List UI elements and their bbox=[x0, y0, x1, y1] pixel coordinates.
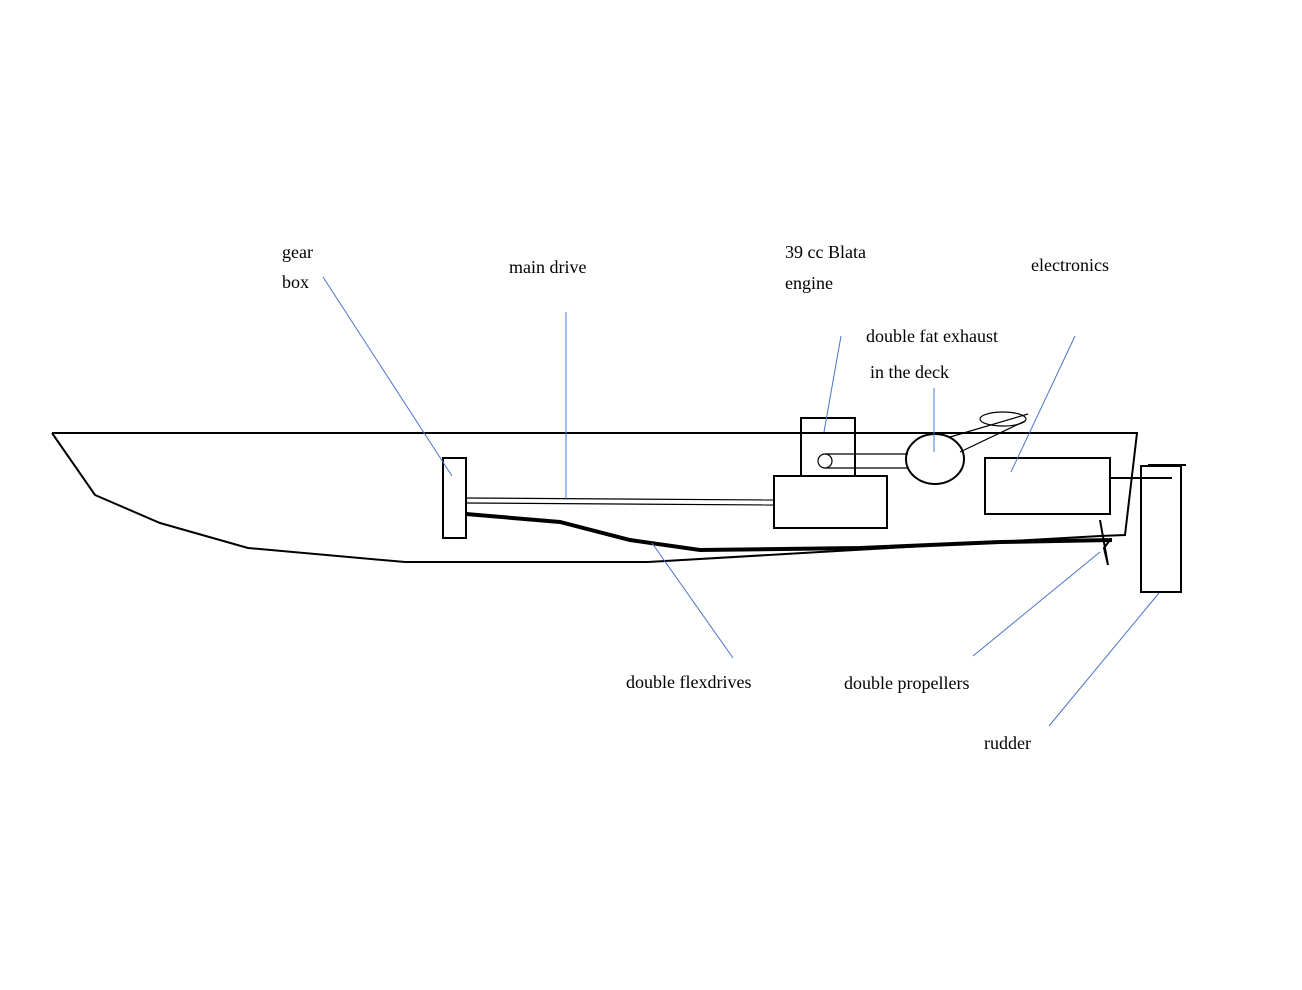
engine-pulley bbox=[817, 453, 833, 469]
main-drive-shaft-bottom bbox=[465, 502, 776, 506]
leader-electronics bbox=[1010, 335, 1076, 473]
electronics-box bbox=[984, 457, 1111, 515]
engine-cylinder bbox=[800, 417, 856, 477]
exhaust-outlet bbox=[979, 411, 1027, 427]
label-flexdrives: double flexdrives bbox=[626, 672, 751, 692]
label-electronics: electronics bbox=[1031, 255, 1109, 275]
label-exhaust-line1: double fat exhaust bbox=[866, 326, 998, 346]
label-rudder: rudder bbox=[984, 733, 1031, 753]
leader-rudder bbox=[1048, 592, 1160, 727]
label-main-drive: main drive bbox=[509, 257, 586, 277]
flexdrive-line bbox=[465, 512, 1113, 553]
label-propellers: double propellers bbox=[844, 673, 969, 693]
exhaust-canister bbox=[905, 433, 965, 485]
label-gear-box-line2: box bbox=[282, 272, 309, 292]
propeller bbox=[1099, 519, 1111, 566]
engine-block bbox=[773, 475, 888, 529]
exhaust-pipe-bottom bbox=[959, 420, 1026, 453]
leader-flexdrives bbox=[651, 542, 734, 659]
main-drive-shaft-top bbox=[465, 497, 776, 501]
label-engine-line1: 39 cc Blata bbox=[785, 242, 866, 262]
gear-box bbox=[442, 457, 467, 539]
label-engine-line2: engine bbox=[785, 273, 833, 293]
leader-gear-box bbox=[322, 276, 453, 477]
exhaust-pipe-top bbox=[949, 413, 1029, 438]
hull-outline bbox=[51, 432, 1139, 563]
label-exhaust-line2: in the deck bbox=[870, 362, 949, 382]
leader-engine bbox=[823, 335, 842, 433]
label-gear-box-line1: gear bbox=[282, 242, 313, 262]
leader-propellers bbox=[972, 551, 1101, 657]
rudder bbox=[1140, 465, 1182, 593]
